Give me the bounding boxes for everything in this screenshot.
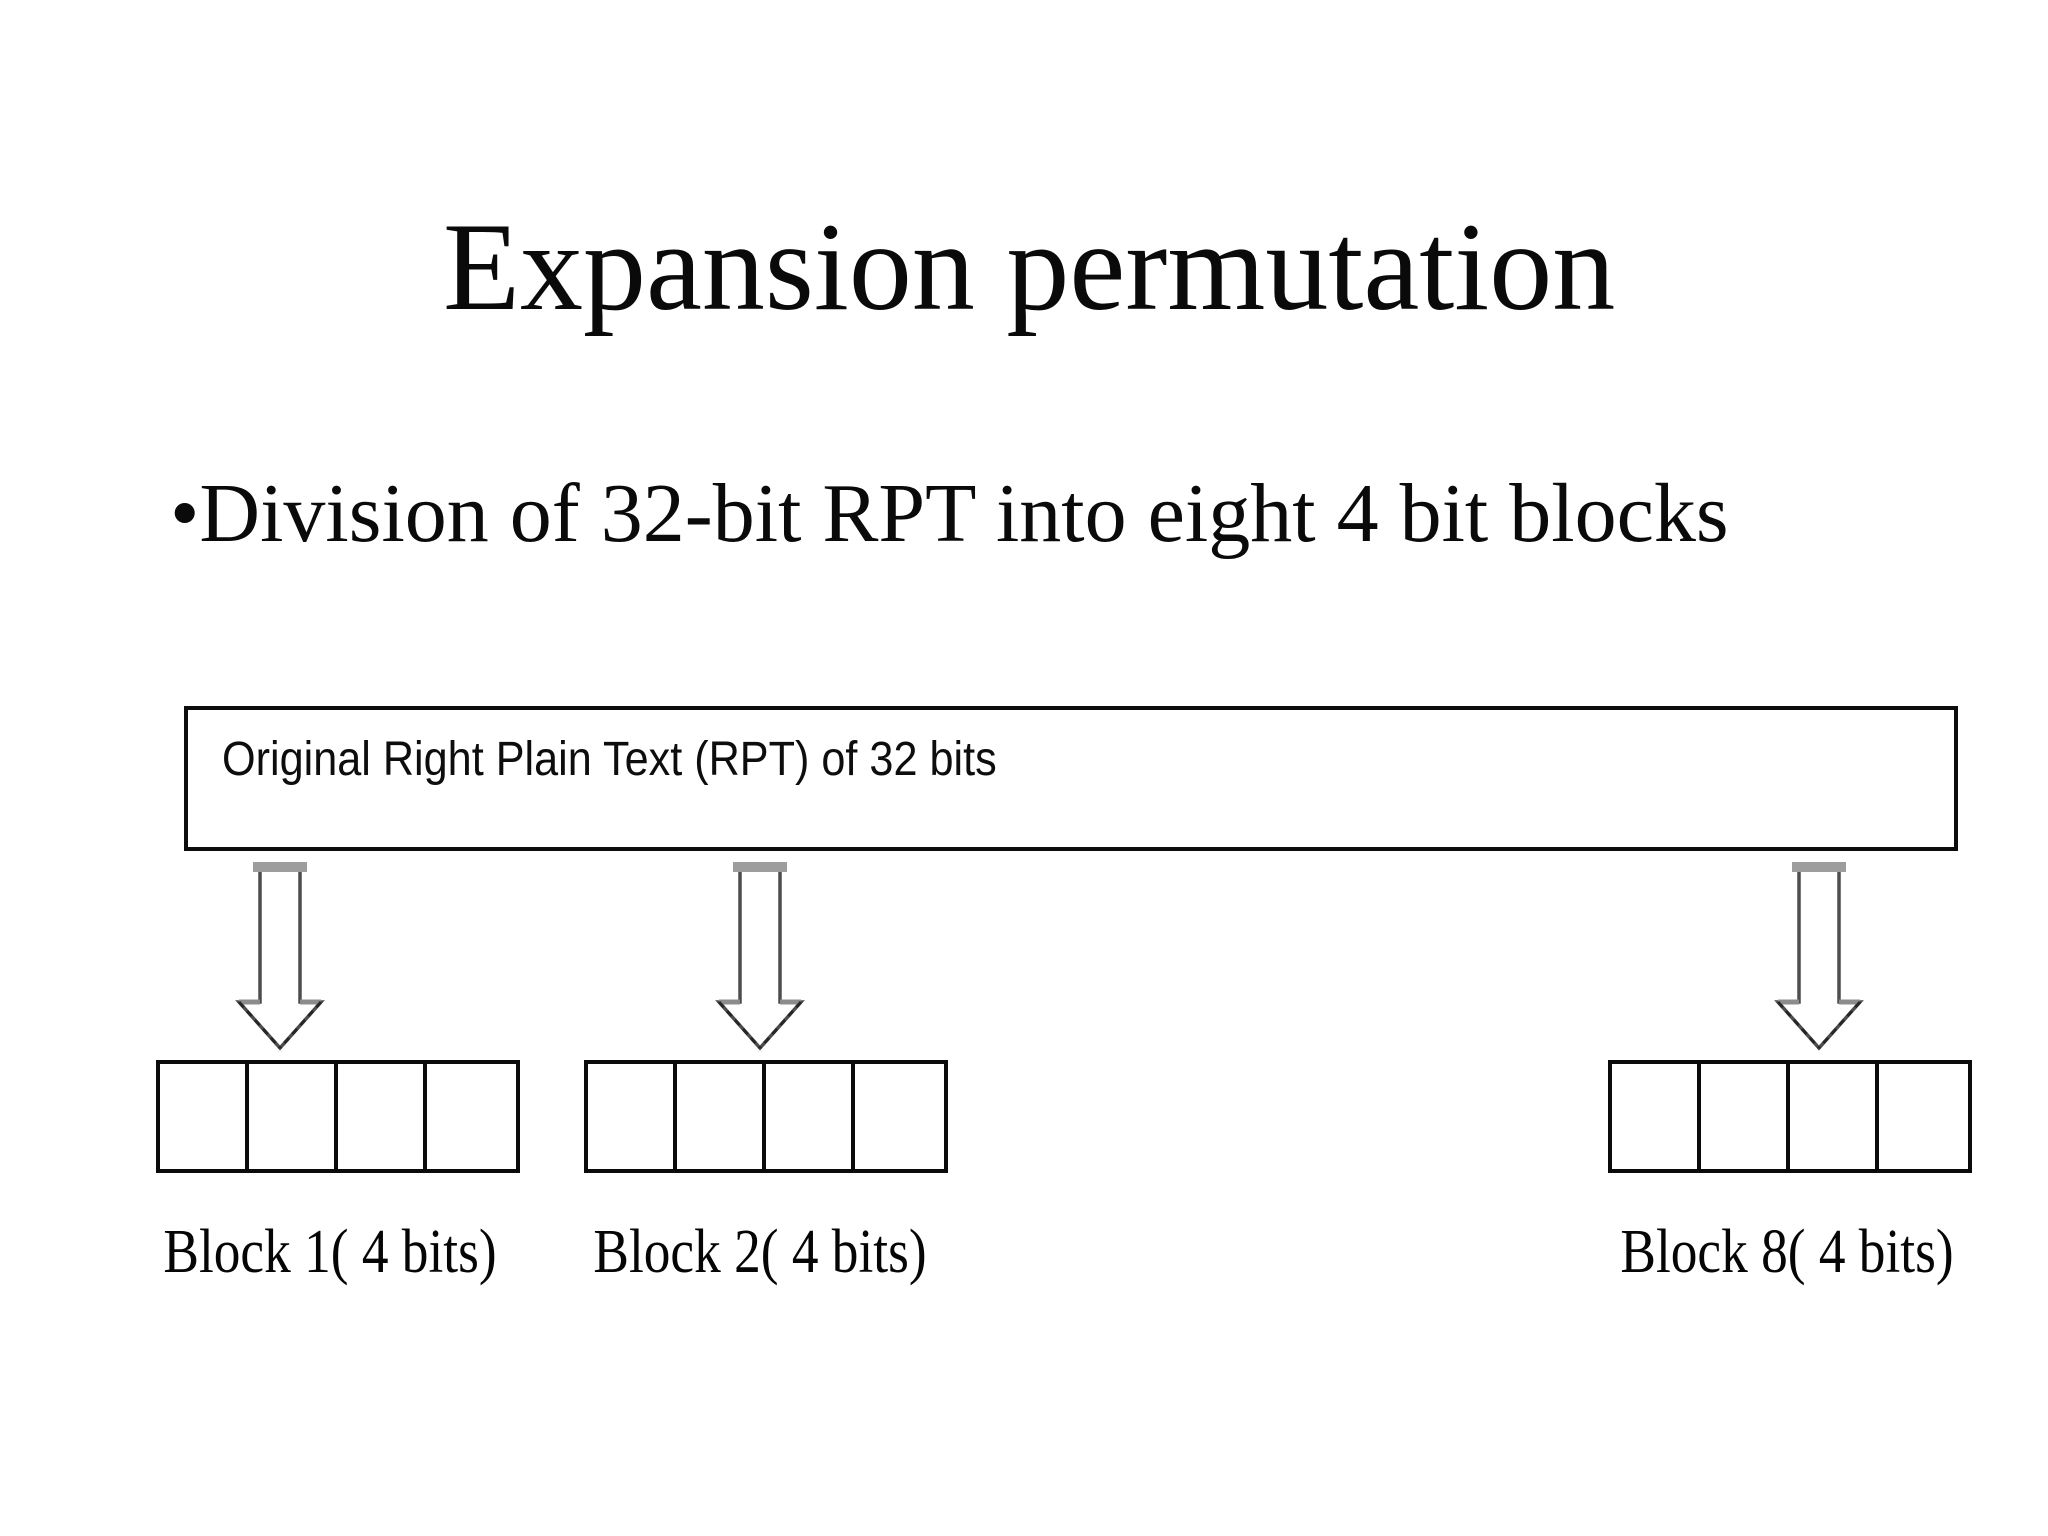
down-arrow-icon bbox=[235, 862, 325, 1051]
bit-cell bbox=[677, 1064, 766, 1169]
block-row bbox=[156, 1060, 520, 1173]
down-arrow-icon bbox=[1774, 862, 1864, 1051]
rpt-box-label: Original Right Plain Text (RPT) of 32 bi… bbox=[222, 733, 997, 786]
down-arrow-icon bbox=[715, 862, 805, 1051]
bit-cell bbox=[1790, 1064, 1879, 1169]
block-row bbox=[1608, 1060, 1972, 1173]
bit-cell bbox=[1879, 1064, 1968, 1169]
bit-cell bbox=[588, 1064, 677, 1169]
bit-cell bbox=[427, 1064, 516, 1169]
rpt-source-box: Original Right Plain Text (RPT) of 32 bi… bbox=[184, 706, 1958, 851]
bit-cell bbox=[160, 1064, 249, 1169]
bit-cell bbox=[249, 1064, 338, 1169]
bit-cell bbox=[855, 1064, 944, 1169]
bit-cell bbox=[1612, 1064, 1701, 1169]
bit-cell bbox=[338, 1064, 427, 1169]
block-row bbox=[584, 1060, 948, 1173]
block-label: Block 2( 4 bits) bbox=[593, 1218, 927, 1286]
bullet-text: Division of 32-bit RPT into eight 4 bit … bbox=[199, 467, 1729, 560]
bit-cell bbox=[1701, 1064, 1790, 1169]
slide-title: Expansion permutation bbox=[443, 198, 1616, 337]
bit-cell bbox=[766, 1064, 855, 1169]
block-label: Block 1( 4 bits) bbox=[163, 1218, 497, 1286]
bullet-marker: • bbox=[170, 467, 200, 560]
block-label: Block 8( 4 bits) bbox=[1620, 1218, 1954, 1286]
bullet-line: •Division of 32-bit RPT into eight 4 bit… bbox=[170, 466, 1729, 563]
